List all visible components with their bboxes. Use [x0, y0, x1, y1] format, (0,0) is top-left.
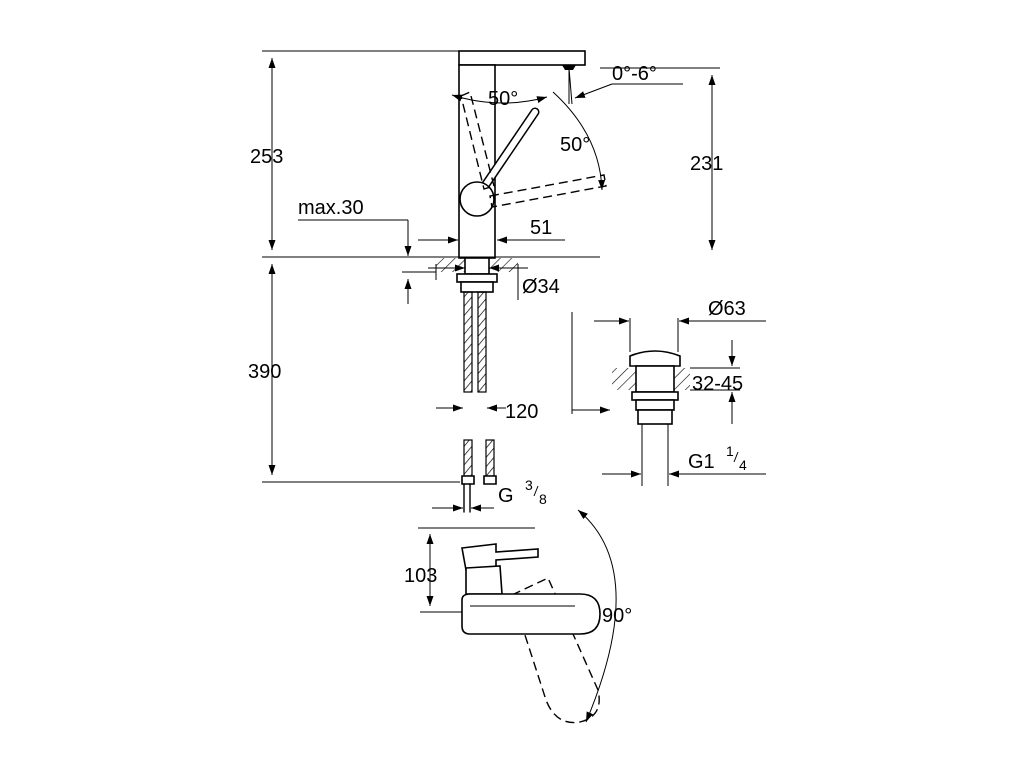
- dimension-max30: max.30: [298, 197, 436, 304]
- dimension-253: 253: [250, 50, 460, 250]
- label-waste-thread-denominator: 4: [739, 457, 747, 473]
- faucet-side-view: [436, 50, 607, 513]
- label-waste-diameter: Ø63: [708, 298, 746, 320]
- dimension-d34: Ø34: [428, 264, 560, 300]
- top-spout: [461, 593, 601, 635]
- dimension-lever-angles: 50° 50°: [451, 88, 606, 191]
- faucet-top-view: [418, 527, 601, 724]
- dimension-390: 390: [248, 264, 460, 483]
- waste-body: [635, 365, 675, 393]
- label-lever-angle-back: 50°: [560, 134, 590, 156]
- waste-valve: [612, 350, 690, 486]
- top-body: [465, 565, 503, 595]
- label-waste-thread-prefix: G1: [688, 451, 715, 473]
- label-height-total: 253: [250, 146, 283, 168]
- mounting-washer: [456, 273, 498, 283]
- connector-right: [483, 475, 497, 485]
- dimension-waste-offset: [571, 312, 610, 414]
- mounting-nut: [460, 281, 494, 293]
- label-hole-diameter: Ø34: [522, 276, 560, 298]
- label-height-spout: 231: [690, 153, 723, 175]
- aerator: [562, 65, 576, 70]
- label-thread-denominator: 8: [539, 491, 547, 507]
- spout-top: [458, 50, 586, 66]
- hose-left-end: [463, 439, 473, 477]
- lever-hub: [459, 181, 495, 217]
- label-waste-range: 32-45: [692, 373, 743, 395]
- connector-left: [461, 475, 475, 485]
- waste-nut: [637, 409, 673, 425]
- label-swivel-angle: 90°: [602, 605, 632, 627]
- label-top-view-depth: 103: [404, 565, 437, 587]
- dimension-51: 51: [418, 217, 565, 244]
- label-thread-numerator: 3: [525, 477, 533, 493]
- dimension-d63: Ø63: [594, 298, 766, 352]
- hose-left: [463, 291, 473, 393]
- dimension-spout-angle: 0°-6°: [568, 63, 683, 105]
- label-hose-spacing: 120: [505, 401, 538, 423]
- label-thread-prefix: G: [498, 485, 514, 507]
- dimension-120: 120: [436, 401, 538, 423]
- label-hose-length: 390: [248, 361, 281, 383]
- lever-position-forward: [489, 174, 607, 208]
- dimension-g38: G 3 8: [432, 477, 547, 512]
- dimension-g114: G1 1 4: [602, 443, 766, 478]
- label-waste-thread-numerator: 1: [726, 443, 734, 459]
- label-spout-angle: 0°-6°: [612, 63, 657, 85]
- dimension-32-45: 32-45: [690, 340, 743, 424]
- label-lever-angle-front: 50°: [488, 88, 518, 110]
- lever-position-back: [460, 91, 495, 190]
- label-base-width: 51: [530, 217, 552, 239]
- dimension-231: 231: [600, 67, 723, 250]
- hose-right-end: [485, 439, 495, 477]
- mounting-shank: [464, 257, 490, 275]
- hose-right: [477, 291, 487, 393]
- dimension-103: 103: [404, 534, 437, 606]
- waste-cap: [629, 350, 681, 367]
- dimension-swivel: 90°: [577, 509, 632, 723]
- label-max-thickness: max.30: [298, 197, 364, 219]
